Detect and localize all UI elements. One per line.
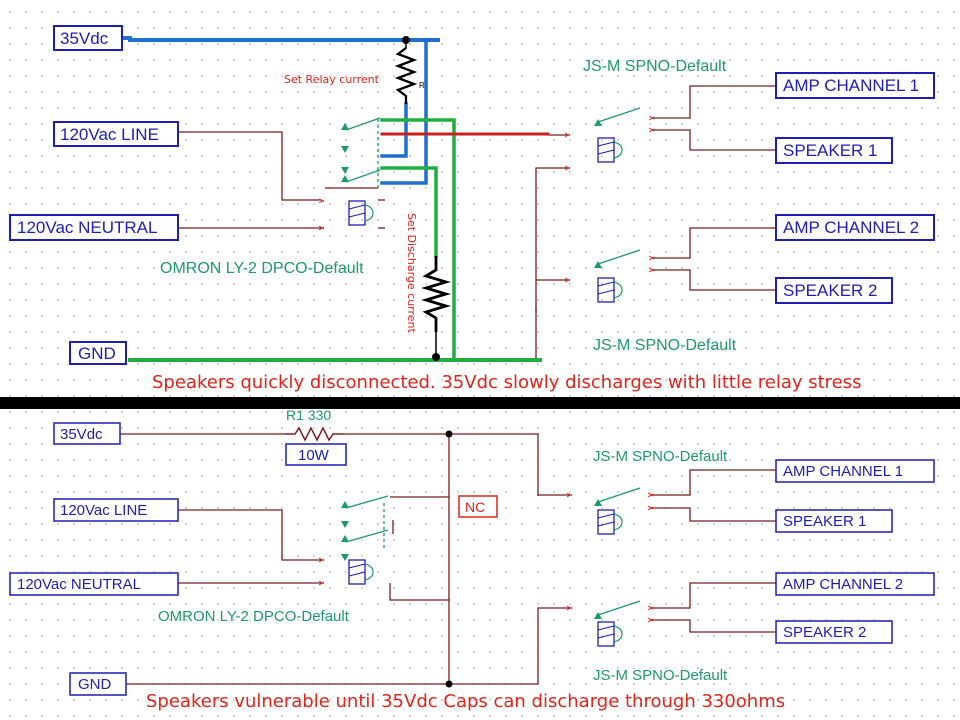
section-divider <box>0 397 960 409</box>
bottom-junction-vdc <box>445 430 453 438</box>
bottom-spk1-label: SPEAKER 1 <box>783 513 866 530</box>
bottom-amp2-label: AMP CHANNEL 2 <box>783 576 903 593</box>
bottom-relay2-label: JS-M SPNO-Default <box>593 667 728 684</box>
top-neutral-box <box>9 214 179 241</box>
bottom-wattage-label: 10W <box>298 447 330 464</box>
top-caption: Speakers quickly disconnected. 35Vdc slo… <box>152 372 862 393</box>
top-relay1-label: JS-M SPNO-Default <box>583 58 727 75</box>
top-gnd-box <box>69 341 127 365</box>
top-amp2-label: AMP CHANNEL 2 <box>783 218 919 237</box>
bottom-spk2-box <box>775 620 893 644</box>
bottom-schematic: 35Vdc 120Vac LINE 120Vac NEUTRAL GND AMP… <box>9 407 935 712</box>
top-amp1-box <box>775 72 935 99</box>
bottom-gnd-label: GND <box>78 676 112 693</box>
terminal-ticks <box>318 115 655 623</box>
bottom-amp1-box <box>775 459 935 483</box>
bottom-main-relay <box>341 495 389 585</box>
top-spno-relay-2 <box>594 249 641 303</box>
top-spk1-label: SPEAKER 1 <box>783 141 878 160</box>
bottom-spno-relay-2 <box>594 600 641 647</box>
top-relay2-label: JS-M SPNO-Default <box>593 337 737 354</box>
bottom-resistor-label: R1 330 <box>286 407 331 423</box>
top-main-relay <box>341 117 381 226</box>
top-amp1-label: AMP CHANNEL 1 <box>783 76 919 95</box>
top-relay-resistor <box>394 47 418 104</box>
top-resistor-ref: R <box>419 81 425 90</box>
top-line-box <box>53 121 179 147</box>
top-schematic: 35Vdc 120Vac LINE 120Vac NEUTRAL GND AMP… <box>9 25 935 393</box>
bottom-spno-relay-1 <box>594 487 641 535</box>
top-35vdc-box <box>53 25 123 51</box>
bottom-spk1-box <box>775 509 893 533</box>
bottom-35vdc-label: 35Vdc <box>60 426 103 443</box>
top-spk1-box <box>775 137 893 164</box>
top-discharge-resistor <box>421 256 451 332</box>
top-35vdc-label: 35Vdc <box>60 29 109 48</box>
top-highlight-wires <box>120 36 550 362</box>
top-gnd-label: GND <box>78 344 116 363</box>
top-spk2-box <box>775 277 893 304</box>
bottom-relay1-label: JS-M SPNO-Default <box>593 448 728 465</box>
top-junction-gnd <box>432 353 440 361</box>
bottom-junction-gnd <box>445 680 453 688</box>
top-line-label: 120Vac LINE <box>60 125 159 144</box>
bottom-amp1-label: AMP CHANNEL 1 <box>783 463 903 480</box>
top-neutral-label: 120Vac NEUTRAL <box>17 218 157 237</box>
top-junction-vdc <box>402 36 410 44</box>
bottom-neutral-label: 120Vac NEUTRAL <box>17 576 141 593</box>
top-wires <box>178 85 776 360</box>
top-spk2-label: SPEAKER 2 <box>783 281 878 300</box>
top-relay-current-label: Set Relay current <box>284 73 380 86</box>
bottom-gnd-box <box>69 672 127 696</box>
bottom-wattage-box <box>285 443 347 466</box>
top-spno-relay-1 <box>594 107 641 163</box>
bottom-neutral-box <box>9 572 179 596</box>
bottom-nc-label: NC <box>465 499 485 515</box>
bottom-spk2-label: SPEAKER 2 <box>783 624 866 641</box>
top-main-relay-label: OMRON LY-2 DPCO-Default <box>160 260 364 277</box>
bottom-main-relay-label: OMRON LY-2 DPCO-Default <box>158 608 350 625</box>
bottom-nc-box <box>458 495 498 518</box>
bottom-caption: Speakers vulnerable until 35Vdc Caps can… <box>146 691 785 712</box>
bottom-wires <box>120 433 776 685</box>
bottom-line-label: 120Vac LINE <box>60 502 147 519</box>
bottom-line-box <box>53 498 179 522</box>
bottom-35vdc-box <box>53 422 121 445</box>
bottom-resistor-r1 <box>286 426 343 442</box>
top-amp2-box <box>775 214 935 241</box>
top-discharge-current-label: Set Discharge current <box>405 213 418 334</box>
bottom-amp2-box <box>775 572 935 596</box>
